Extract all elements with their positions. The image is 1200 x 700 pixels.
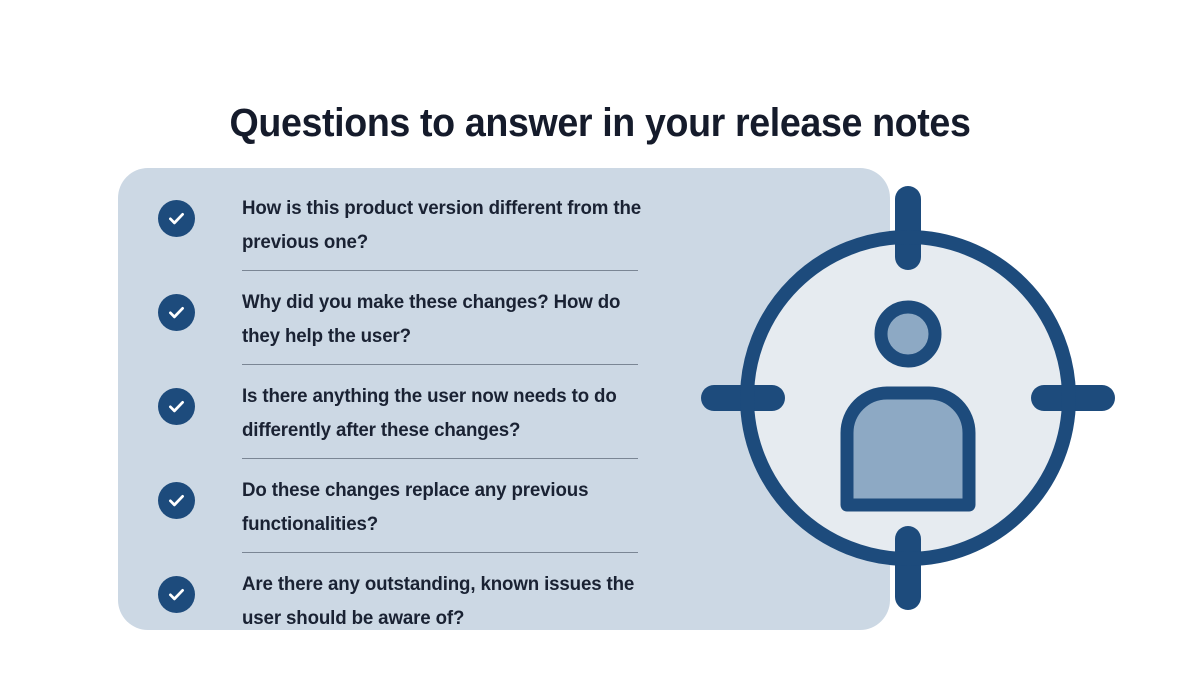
check-circle-icon xyxy=(158,388,195,425)
check-circle-icon xyxy=(158,482,195,519)
target-tick-top xyxy=(895,186,921,270)
list-item-separator xyxy=(242,458,638,459)
list-item-label: Are there any outstanding, known issues … xyxy=(242,573,635,629)
questions-list: How is this product version different fr… xyxy=(158,186,678,637)
list-item-label: Do these changes replace any previous fu… xyxy=(242,479,589,535)
person-body-icon xyxy=(840,386,976,512)
target-audience-icon xyxy=(697,182,1119,614)
list-item: Why did you make these changes? How do t… xyxy=(158,280,678,365)
check-circle-icon xyxy=(158,576,195,613)
list-item-separator xyxy=(242,552,638,553)
target-tick-bottom xyxy=(895,526,921,610)
list-item: Do these changes replace any previous fu… xyxy=(158,468,678,553)
page-title: Questions to answer in your release note… xyxy=(229,100,971,145)
list-item-separator xyxy=(242,270,638,271)
list-item: How is this product version different fr… xyxy=(158,186,678,271)
list-item: Is there anything the user now needs to … xyxy=(158,374,678,459)
list-item: Are there any outstanding, known issues … xyxy=(158,562,678,637)
list-item-separator xyxy=(242,364,638,365)
list-item-label: Why did you make these changes? How do t… xyxy=(242,291,621,347)
person-head-icon xyxy=(874,300,942,368)
list-item-label: Is there anything the user now needs to … xyxy=(242,385,617,441)
target-ring xyxy=(740,230,1076,566)
check-circle-icon xyxy=(158,294,195,331)
check-circle-icon xyxy=(158,200,195,237)
list-item-label: How is this product version different fr… xyxy=(242,197,642,253)
